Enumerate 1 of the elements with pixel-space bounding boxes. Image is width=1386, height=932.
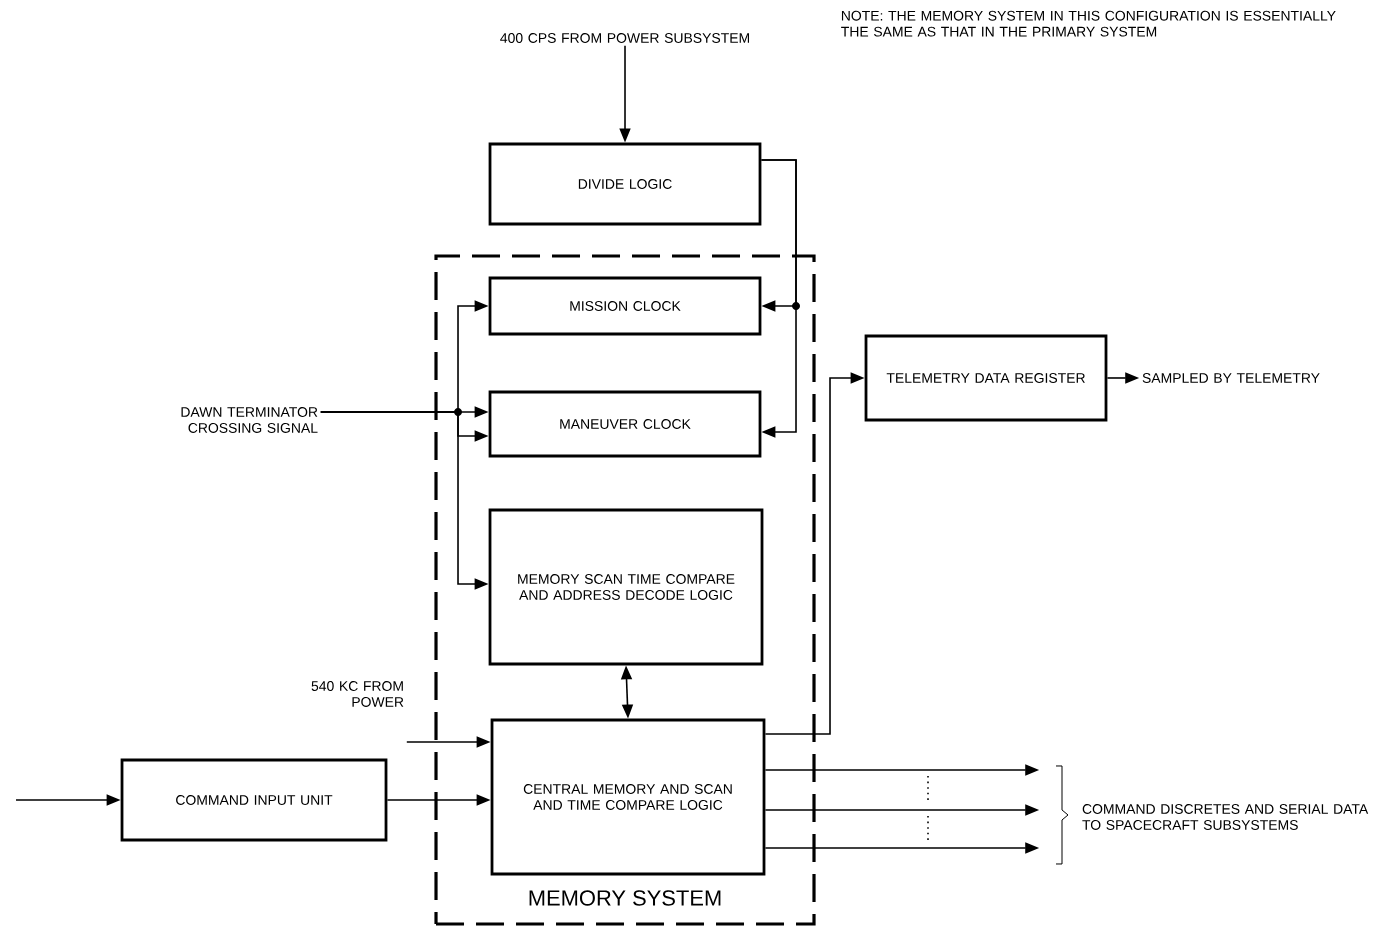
- arrow: [760, 159, 797, 438]
